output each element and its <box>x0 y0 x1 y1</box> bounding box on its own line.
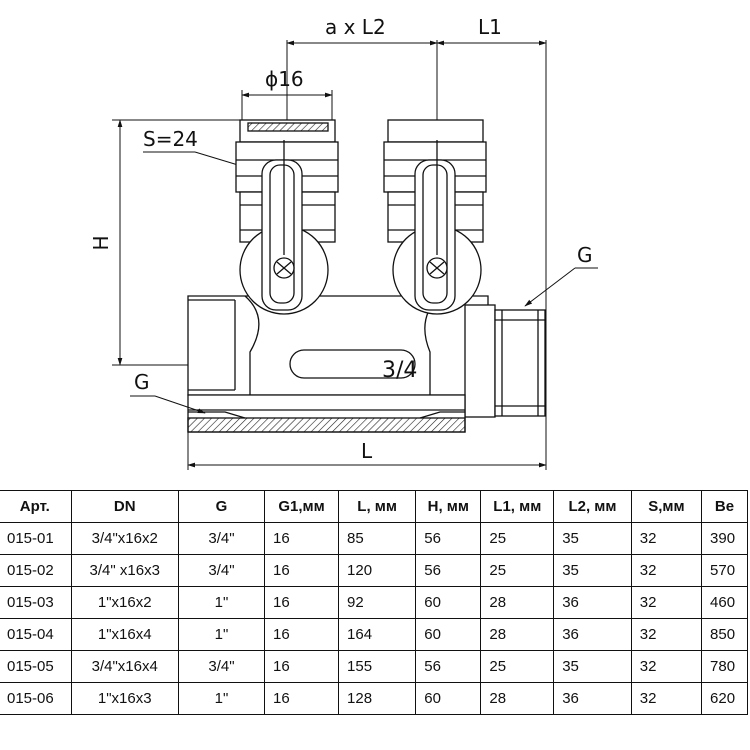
top-dimensions <box>286 40 547 470</box>
cell-weight: 620 <box>701 682 748 715</box>
specification-table: Арт. DN G G1,мм L, мм H, мм L1, мм L2, м… <box>0 490 748 715</box>
table-row: 015-05 3/4"x16x4 3/4" 16 155 56 25 35 32… <box>0 650 748 683</box>
col-header-l1: L1, мм <box>480 490 555 523</box>
dim-a-x-l2: a x L2 <box>325 15 386 39</box>
cell-l1: 25 <box>480 554 555 587</box>
cell-dn: 1"x16x2 <box>70 586 179 619</box>
dim-thread-left: G <box>134 370 150 394</box>
cell-g1: 16 <box>263 650 340 683</box>
cell-weight: 780 <box>701 650 748 683</box>
table-header-row: Арт. DN G G1,мм L, мм H, мм L1, мм L2, м… <box>0 490 748 523</box>
table-row: 015-06 1"x16x3 1" 16 128 60 28 36 32 620 <box>0 682 748 715</box>
cell-l: 128 <box>338 682 417 715</box>
cell-g: 1" <box>177 682 265 715</box>
table-row: 015-03 1"x16x2 1" 16 92 60 28 36 32 460 <box>0 586 748 619</box>
manifold-technical-drawing: a x L2 L1 ϕ16 S=24 H <box>89 15 598 470</box>
cell-h: 56 <box>415 522 482 555</box>
cell-l: 85 <box>338 522 417 555</box>
cell-g: 3/4" <box>177 554 265 587</box>
cell-article: 015-06 <box>0 682 72 715</box>
cell-g1: 16 <box>263 586 340 619</box>
cell-dn: 3/4"x16x2 <box>70 522 179 555</box>
cell-l1: 28 <box>480 586 555 619</box>
cell-l2: 36 <box>553 682 632 715</box>
cell-article: 015-04 <box>0 618 72 651</box>
cell-dn: 1"x16x4 <box>70 618 179 651</box>
cell-dn: 3/4"x16x4 <box>70 650 179 683</box>
cell-s: 32 <box>630 618 703 651</box>
thread-leader-left <box>130 395 206 414</box>
table-row: 015-04 1"x16x4 1" 16 164 60 28 36 32 850 <box>0 618 748 651</box>
cell-g1: 16 <box>263 522 340 555</box>
length-dimension <box>187 432 547 470</box>
col-header-g1: G1,мм <box>263 490 340 523</box>
cell-s: 32 <box>630 682 703 715</box>
col-header-weight: Ве <box>701 490 748 523</box>
diameter-dimension <box>241 90 333 120</box>
cell-article: 015-01 <box>0 522 72 555</box>
spanner-leader <box>143 151 239 166</box>
cell-l1: 25 <box>480 650 555 683</box>
cell-l2: 36 <box>553 586 632 619</box>
valve-right <box>383 119 487 315</box>
dim-thread-right: G <box>577 243 593 267</box>
cell-l2: 35 <box>553 522 632 555</box>
cell-g: 3/4" <box>177 650 265 683</box>
col-header-l2: L2, мм <box>553 490 632 523</box>
cell-weight: 390 <box>701 522 748 555</box>
cell-s: 32 <box>630 650 703 683</box>
cell-g1: 16 <box>263 682 340 715</box>
table-row: 015-02 3/4" x16x3 3/4" 16 120 56 25 35 3… <box>0 554 748 587</box>
cell-l1: 28 <box>480 618 555 651</box>
col-header-s: S,мм <box>630 490 703 523</box>
manifold-body <box>187 295 546 433</box>
cell-h: 60 <box>415 682 482 715</box>
col-header-dn: DN <box>70 490 179 523</box>
cell-l1: 25 <box>480 522 555 555</box>
cell-weight: 570 <box>701 554 748 587</box>
cell-dn: 1"x16x3 <box>70 682 179 715</box>
height-dimension <box>112 119 245 366</box>
cell-g1: 16 <box>263 618 340 651</box>
cell-article: 015-03 <box>0 586 72 619</box>
cell-l2: 36 <box>553 618 632 651</box>
valve-left <box>235 119 339 315</box>
cell-g: 1" <box>177 586 265 619</box>
col-header-g: G <box>177 490 265 523</box>
cell-g: 3/4" <box>177 522 265 555</box>
cell-article: 015-05 <box>0 650 72 683</box>
col-header-article: Арт. <box>0 490 72 523</box>
cell-g1: 16 <box>263 554 340 587</box>
dim-diameter-16: ϕ16 <box>265 67 304 91</box>
cell-h: 56 <box>415 650 482 683</box>
cell-l2: 35 <box>553 554 632 587</box>
cell-l: 120 <box>338 554 417 587</box>
cell-s: 32 <box>630 586 703 619</box>
cell-h: 60 <box>415 586 482 619</box>
cell-l2: 35 <box>553 650 632 683</box>
cell-dn: 3/4" x16x3 <box>70 554 179 587</box>
thread-leader-right <box>524 267 598 307</box>
dim-length: L <box>361 439 373 463</box>
dim-l1: L1 <box>478 15 502 39</box>
cell-article: 015-02 <box>0 554 72 587</box>
cell-l: 155 <box>338 650 417 683</box>
cell-l1: 28 <box>480 682 555 715</box>
cell-h: 60 <box>415 618 482 651</box>
dim-spanner-size: S=24 <box>143 127 198 151</box>
cell-h: 56 <box>415 554 482 587</box>
col-header-l: L, мм <box>338 490 417 523</box>
cell-weight: 460 <box>701 586 748 619</box>
col-header-h: H, мм <box>415 490 482 523</box>
dim-height: H <box>89 235 113 250</box>
body-marking: 3/4 <box>382 358 417 383</box>
cell-s: 32 <box>630 554 703 587</box>
cell-g: 1" <box>177 618 265 651</box>
cell-weight: 850 <box>701 618 748 651</box>
cell-l: 164 <box>338 618 417 651</box>
cell-s: 32 <box>630 522 703 555</box>
cell-l: 92 <box>338 586 417 619</box>
table-row: 015-01 3/4"x16x2 3/4" 16 85 56 25 35 32 … <box>0 522 748 555</box>
